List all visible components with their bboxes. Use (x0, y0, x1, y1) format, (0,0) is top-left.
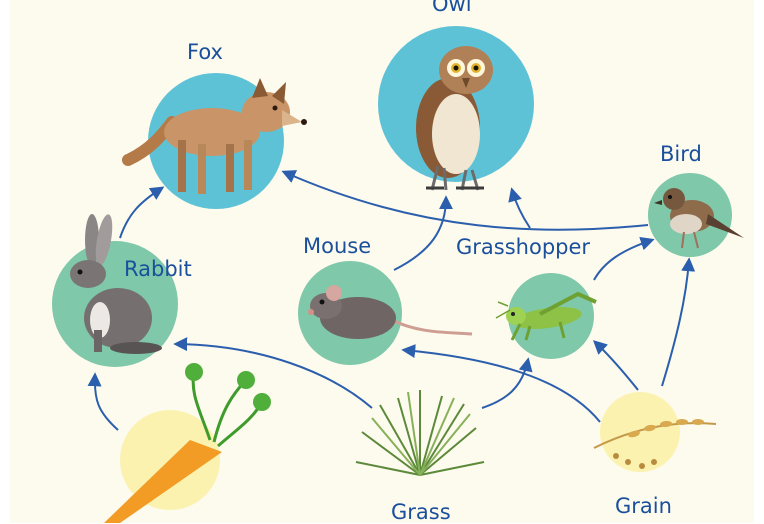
grass-label: Grass (391, 502, 451, 523)
mouse-label: Mouse (303, 236, 371, 257)
grain-label: Grain (615, 496, 672, 517)
grasshopper-label: Grasshopper (456, 237, 590, 258)
fox-label: Fox (187, 42, 223, 63)
bird-label: Bird (660, 144, 702, 165)
rabbit-label: Rabbit (124, 259, 192, 280)
grain-circle (600, 392, 680, 472)
owl-label: Owl (432, 0, 472, 15)
